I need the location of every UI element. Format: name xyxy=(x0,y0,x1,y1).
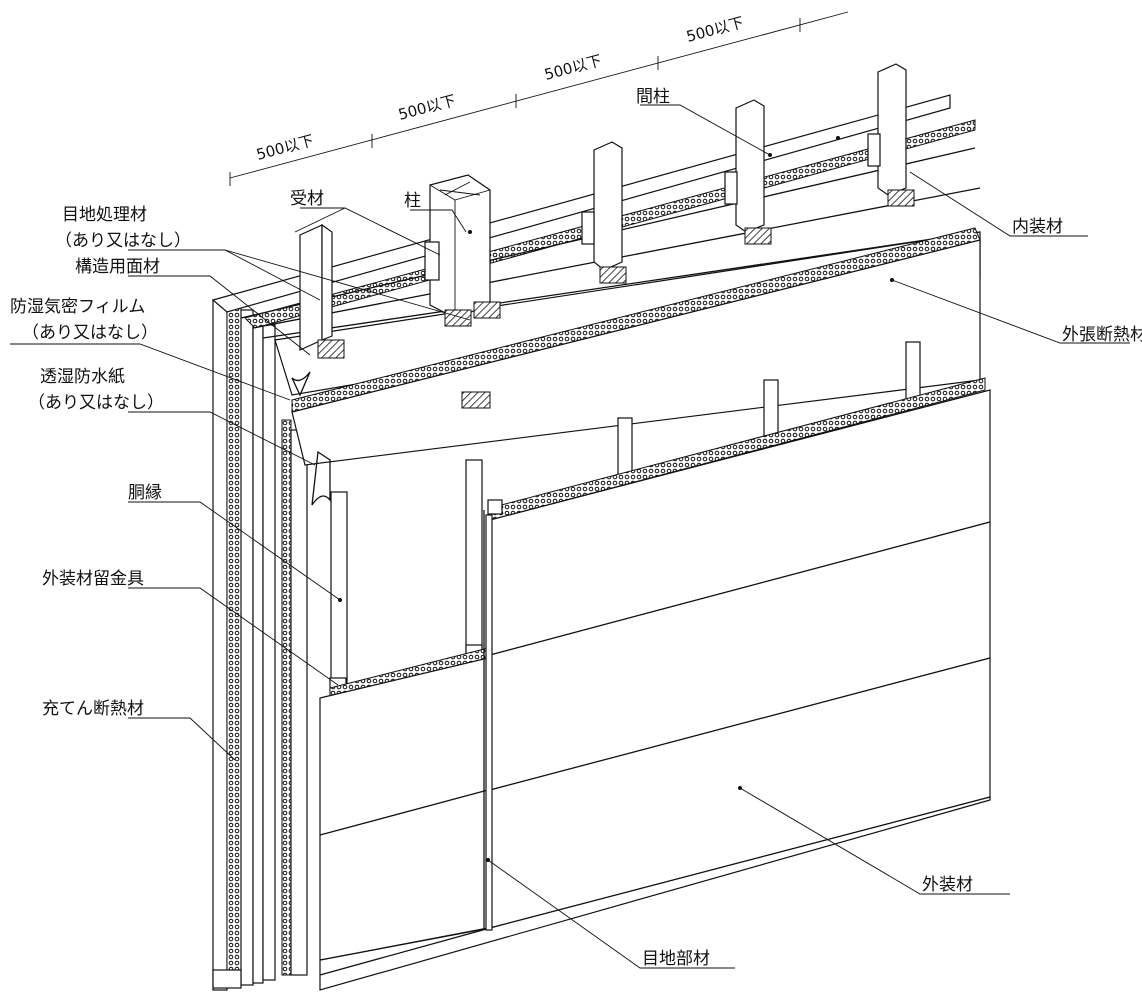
dimension-axis xyxy=(229,11,849,179)
film-curl xyxy=(291,371,311,397)
label-column: 柱 xyxy=(404,191,421,211)
fastener-3 xyxy=(487,499,503,515)
interior-board-section xyxy=(212,299,228,991)
cladding-panel-left xyxy=(319,657,489,961)
stud-3-base xyxy=(744,227,772,245)
label-cavity-insulation: 充てん断熱材 xyxy=(42,699,144,719)
label-breather-paper-note: （あり又はなし） xyxy=(28,393,164,413)
furring-upper-2 xyxy=(763,379,779,441)
stud-3 xyxy=(735,99,765,233)
label-cladding-fastener: 外装材留金具 xyxy=(42,569,144,589)
dimension-label-3: 500以下 xyxy=(542,51,603,84)
sill-block xyxy=(212,969,242,989)
breather-paper-curl xyxy=(311,450,331,506)
column-base-1 xyxy=(444,309,472,327)
vapor-film-section xyxy=(252,317,264,984)
stud-4 xyxy=(877,63,907,196)
dimension-label-1: 500以下 xyxy=(254,131,315,164)
cavity-insulation-section xyxy=(226,304,242,986)
lower-furring xyxy=(329,459,503,699)
top-plate xyxy=(211,94,951,313)
upper-furring xyxy=(489,341,986,521)
framing-members xyxy=(299,63,915,409)
label-joint-member: 目地部材 xyxy=(642,949,710,969)
label-cladding: 外装材 xyxy=(922,875,973,895)
receiving-member-1 xyxy=(424,241,440,281)
leader-dots xyxy=(338,136,894,862)
stud-4-base xyxy=(887,189,915,207)
stud-2 xyxy=(593,141,623,271)
receiving-member-4 xyxy=(867,133,881,167)
label-breather-paper: 透湿防水紙 xyxy=(40,367,125,387)
receiving-member-3 xyxy=(724,171,738,205)
furring-upper-3 xyxy=(905,341,921,401)
label-furring-strip: 胴縁 xyxy=(128,483,162,503)
exterior-insulation xyxy=(291,227,981,466)
label-joint-treatment: 目地処理材 xyxy=(62,205,147,225)
structural-panel-section xyxy=(240,309,254,986)
label-exterior-insulation: 外張断熱材 xyxy=(1062,325,1142,345)
wall-section-left xyxy=(212,299,308,991)
insulation-anchor xyxy=(461,391,491,409)
joint-member xyxy=(485,514,493,931)
exterior-insulation-section xyxy=(281,419,292,976)
stud-1 xyxy=(299,224,323,351)
labels: 目地処理材 （あり又はなし） 構造用面材 防湿気密フィルム （あり又はなし） 透… xyxy=(10,87,1142,969)
label-interior-finish: 内装材 xyxy=(1012,217,1063,237)
stud-1-base xyxy=(317,339,345,359)
furring-strip-1 xyxy=(330,491,348,693)
cladding-panels xyxy=(319,389,991,991)
label-vapor-film: 防湿気密フィルム xyxy=(10,297,145,317)
label-stud: 間柱 xyxy=(636,87,670,107)
breather-paper-section xyxy=(262,324,276,981)
furring-section xyxy=(290,429,308,976)
furring-upper-1 xyxy=(617,417,633,481)
column-base-2 xyxy=(473,301,501,319)
label-vapor-film-note: （あり又はなし） xyxy=(22,323,158,343)
dimension-label-4: 500以下 xyxy=(684,13,745,46)
label-structural-panel: 構造用面材 xyxy=(75,257,160,277)
receiving-member-2 xyxy=(581,211,595,245)
leader-lines xyxy=(10,104,1130,969)
stud-2-base xyxy=(599,266,627,284)
label-receiving-member: 受材 xyxy=(290,189,324,209)
label-joint-treatment-note: （あり又はなし） xyxy=(55,231,191,251)
furring-strip-2 xyxy=(465,459,483,661)
